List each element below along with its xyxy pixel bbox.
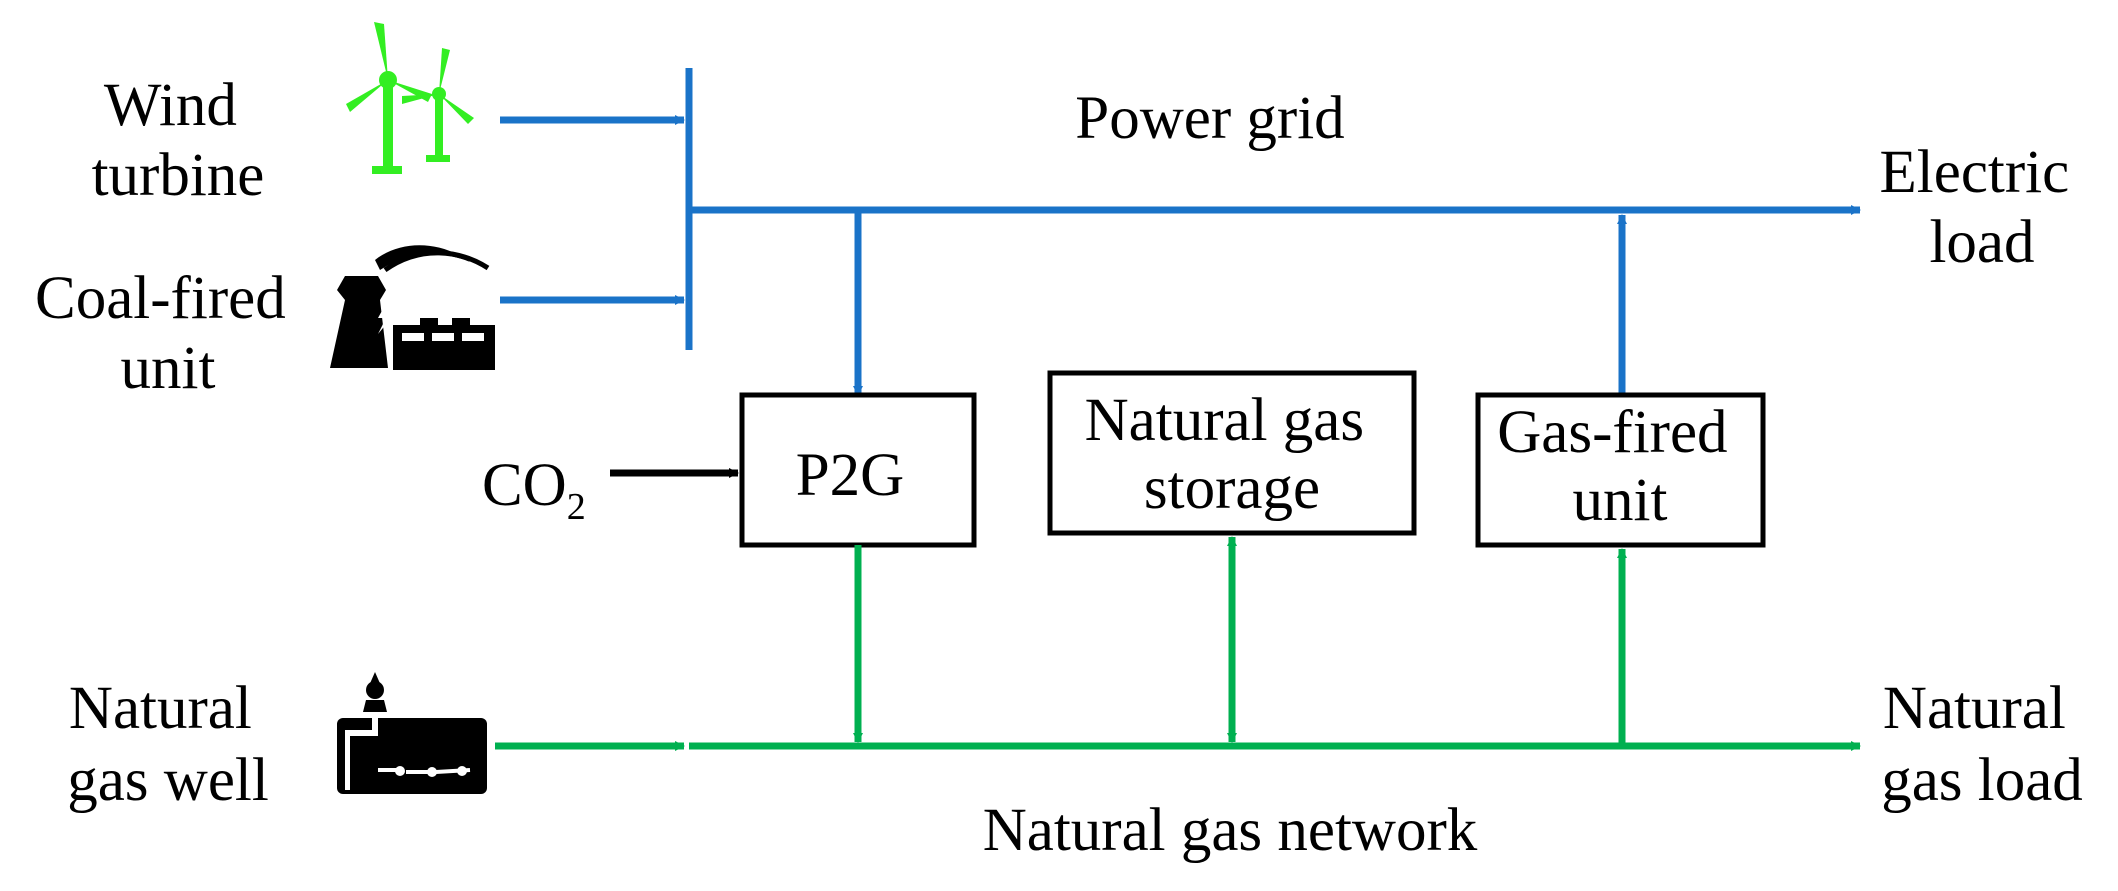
natural-gas-network-label: Natural gas network — [983, 797, 1478, 864]
gas-fired-unit-box — [1475, 392, 1766, 548]
wind-turbine-icon — [346, 22, 474, 174]
natural-gas-well-label: Natural gas well — [67, 675, 269, 814]
co2-label: CO2 — [482, 452, 586, 528]
gas-storage-label: Natural gas storage — [1085, 387, 1380, 522]
p2g-label: P2G — [796, 442, 904, 509]
coal-fired-unit-label: Coal-fired unit — [35, 265, 301, 402]
gas-well-icon — [337, 672, 487, 794]
power-plant-icon — [330, 245, 495, 370]
gas-storage-box — [1047, 370, 1417, 536]
electric-load-label: Electric load — [1880, 139, 2085, 276]
wind-turbine-label: Wind turbine — [92, 72, 265, 209]
natural-gas-load-label: Natural gas load — [1881, 675, 2083, 814]
gas-fired-unit-label: Gas-fired unit — [1497, 399, 1743, 534]
p2g-box — [739, 392, 977, 548]
power-grid-label: Power grid — [1075, 85, 1344, 152]
